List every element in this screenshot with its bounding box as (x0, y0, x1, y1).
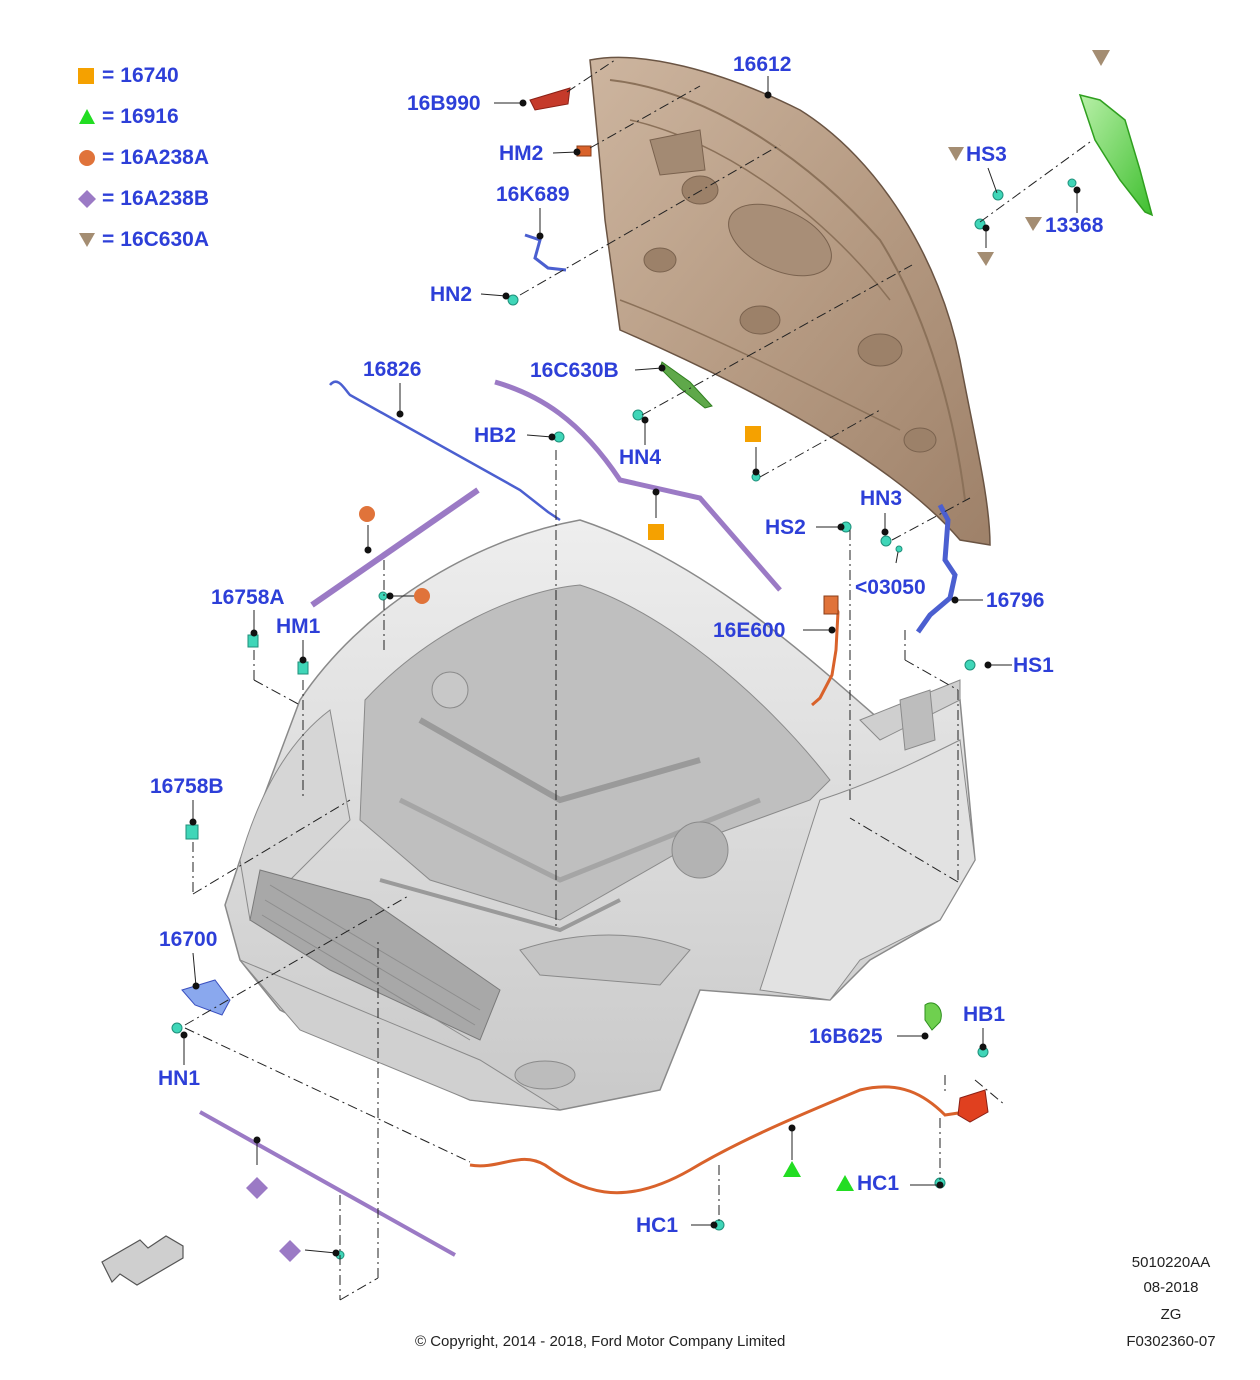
rod-16K689 (524, 233, 567, 272)
part-label-HS3: HS3 (966, 143, 1007, 166)
legend-code: 16A238A (120, 146, 209, 169)
legend-equals: = (102, 64, 115, 87)
part-label-16612: 16612 (733, 53, 792, 76)
marker-16A238A-b (414, 588, 430, 604)
hood-panel (589, 56, 991, 546)
part-label-HC1-left: HC1 (636, 1214, 679, 1237)
release-handle (957, 1089, 989, 1123)
part-label-16796: 16796 (986, 589, 1045, 612)
leader-dots (180, 91, 1081, 1257)
part-label-03050: <03050 (855, 576, 926, 599)
part-label-HN1: HN1 (158, 1067, 201, 1090)
legend-equals: = (102, 105, 115, 128)
figure-number: F0302360-07 (1126, 1333, 1216, 1350)
marker-16C630A-top (1092, 50, 1110, 66)
marker-16740-a (745, 426, 761, 442)
part-label-16758A: 16758A (211, 586, 285, 609)
triangle-up-icon (78, 108, 96, 126)
legend-item-diamond: = 16A238B (78, 188, 209, 209)
diamond-icon (78, 189, 96, 208)
copyright-notice: © Copyright, 2014 - 2018, Ford Motor Com… (415, 1333, 786, 1350)
legend-equals: = (102, 228, 115, 251)
part-label-HM1: HM1 (276, 615, 321, 638)
legend-equals: = (102, 187, 115, 210)
part-label-16C630B: 16C630B (530, 359, 619, 382)
bumper-pad-16B990 (529, 87, 571, 111)
legend-equals: = (102, 146, 115, 169)
drawing-date: 08-2018 (1143, 1279, 1199, 1296)
part-label-HC1-right: HC1 (857, 1172, 900, 1195)
hood-insulator (1078, 93, 1154, 217)
release-cable (469, 1085, 966, 1195)
marker-16916-b (836, 1175, 854, 1191)
part-label-16E600: 16E600 (713, 619, 786, 642)
marker-16C630A-13368 (1025, 217, 1042, 231)
hood-seal-right (494, 379, 782, 592)
marker-16C630A-hs3 (948, 147, 964, 161)
hood-seal-left (310, 487, 480, 608)
legend-code: 16916 (120, 105, 179, 128)
latch-16700 (181, 979, 231, 1016)
part-label-16B625: 16B625 (809, 1025, 883, 1048)
part-label-16700: 16700 (159, 928, 218, 951)
legend-code: 16A238B (120, 187, 209, 210)
hinge-16796 (915, 503, 958, 634)
component-16758A (247, 634, 259, 648)
vehicle-front-body (224, 519, 976, 1111)
component-16758B (185, 824, 199, 840)
front-direction-arrow-icon (101, 1235, 184, 1286)
marker-16A238A-a (359, 506, 375, 522)
part-label-HB1: HB1 (963, 1003, 1006, 1026)
part-label-13368: 13368 (1045, 214, 1104, 237)
part-label-HN2: HN2 (430, 283, 473, 306)
component-HM1 (297, 661, 309, 675)
marker-16916-a (783, 1161, 801, 1177)
part-label-16758B: 16758B (150, 775, 224, 798)
part-label-HN4: HN4 (619, 446, 662, 469)
marker-16A238B-b (279, 1240, 301, 1262)
part-label-HB2: HB2 (474, 424, 517, 447)
legend-item-triangle-down: = 16C630A (78, 229, 209, 250)
hood-seal-front (199, 1110, 456, 1257)
circle-icon (78, 149, 96, 167)
drawing-initials: ZG (1160, 1306, 1182, 1323)
part-label-HS1: HS1 (1013, 654, 1054, 677)
drawing-code: 5010220AA (1131, 1254, 1211, 1271)
marker-16C630A-mid (977, 252, 994, 266)
legend-code: 16740 (120, 64, 179, 87)
prop-rod-16826 (329, 380, 561, 522)
leader-lines (183, 76, 1078, 1254)
bumper-16B625 (924, 1002, 942, 1031)
square-icon (78, 67, 94, 84)
sensor-16E600 (823, 595, 839, 615)
part-label-16826: 16826 (363, 358, 422, 381)
marker-16A238B-a (246, 1177, 268, 1199)
exploded-view-lines (184, 59, 1091, 1301)
part-label-HN3: HN3 (860, 487, 903, 510)
legend-code: 16C630A (120, 228, 209, 251)
legend-item-circle: = 16A238A (78, 147, 209, 168)
marker-16740-b (648, 524, 664, 540)
legend-item-square: = 16740 (78, 65, 179, 86)
part-label-16B990: 16B990 (407, 92, 481, 115)
part-label-HM2: HM2 (499, 142, 544, 165)
triangle-down-icon (78, 231, 96, 249)
legend-item-triangle-up: = 16916 (78, 106, 179, 127)
part-label-HS2: HS2 (765, 516, 806, 539)
part-label-16K689: 16K689 (496, 183, 570, 206)
